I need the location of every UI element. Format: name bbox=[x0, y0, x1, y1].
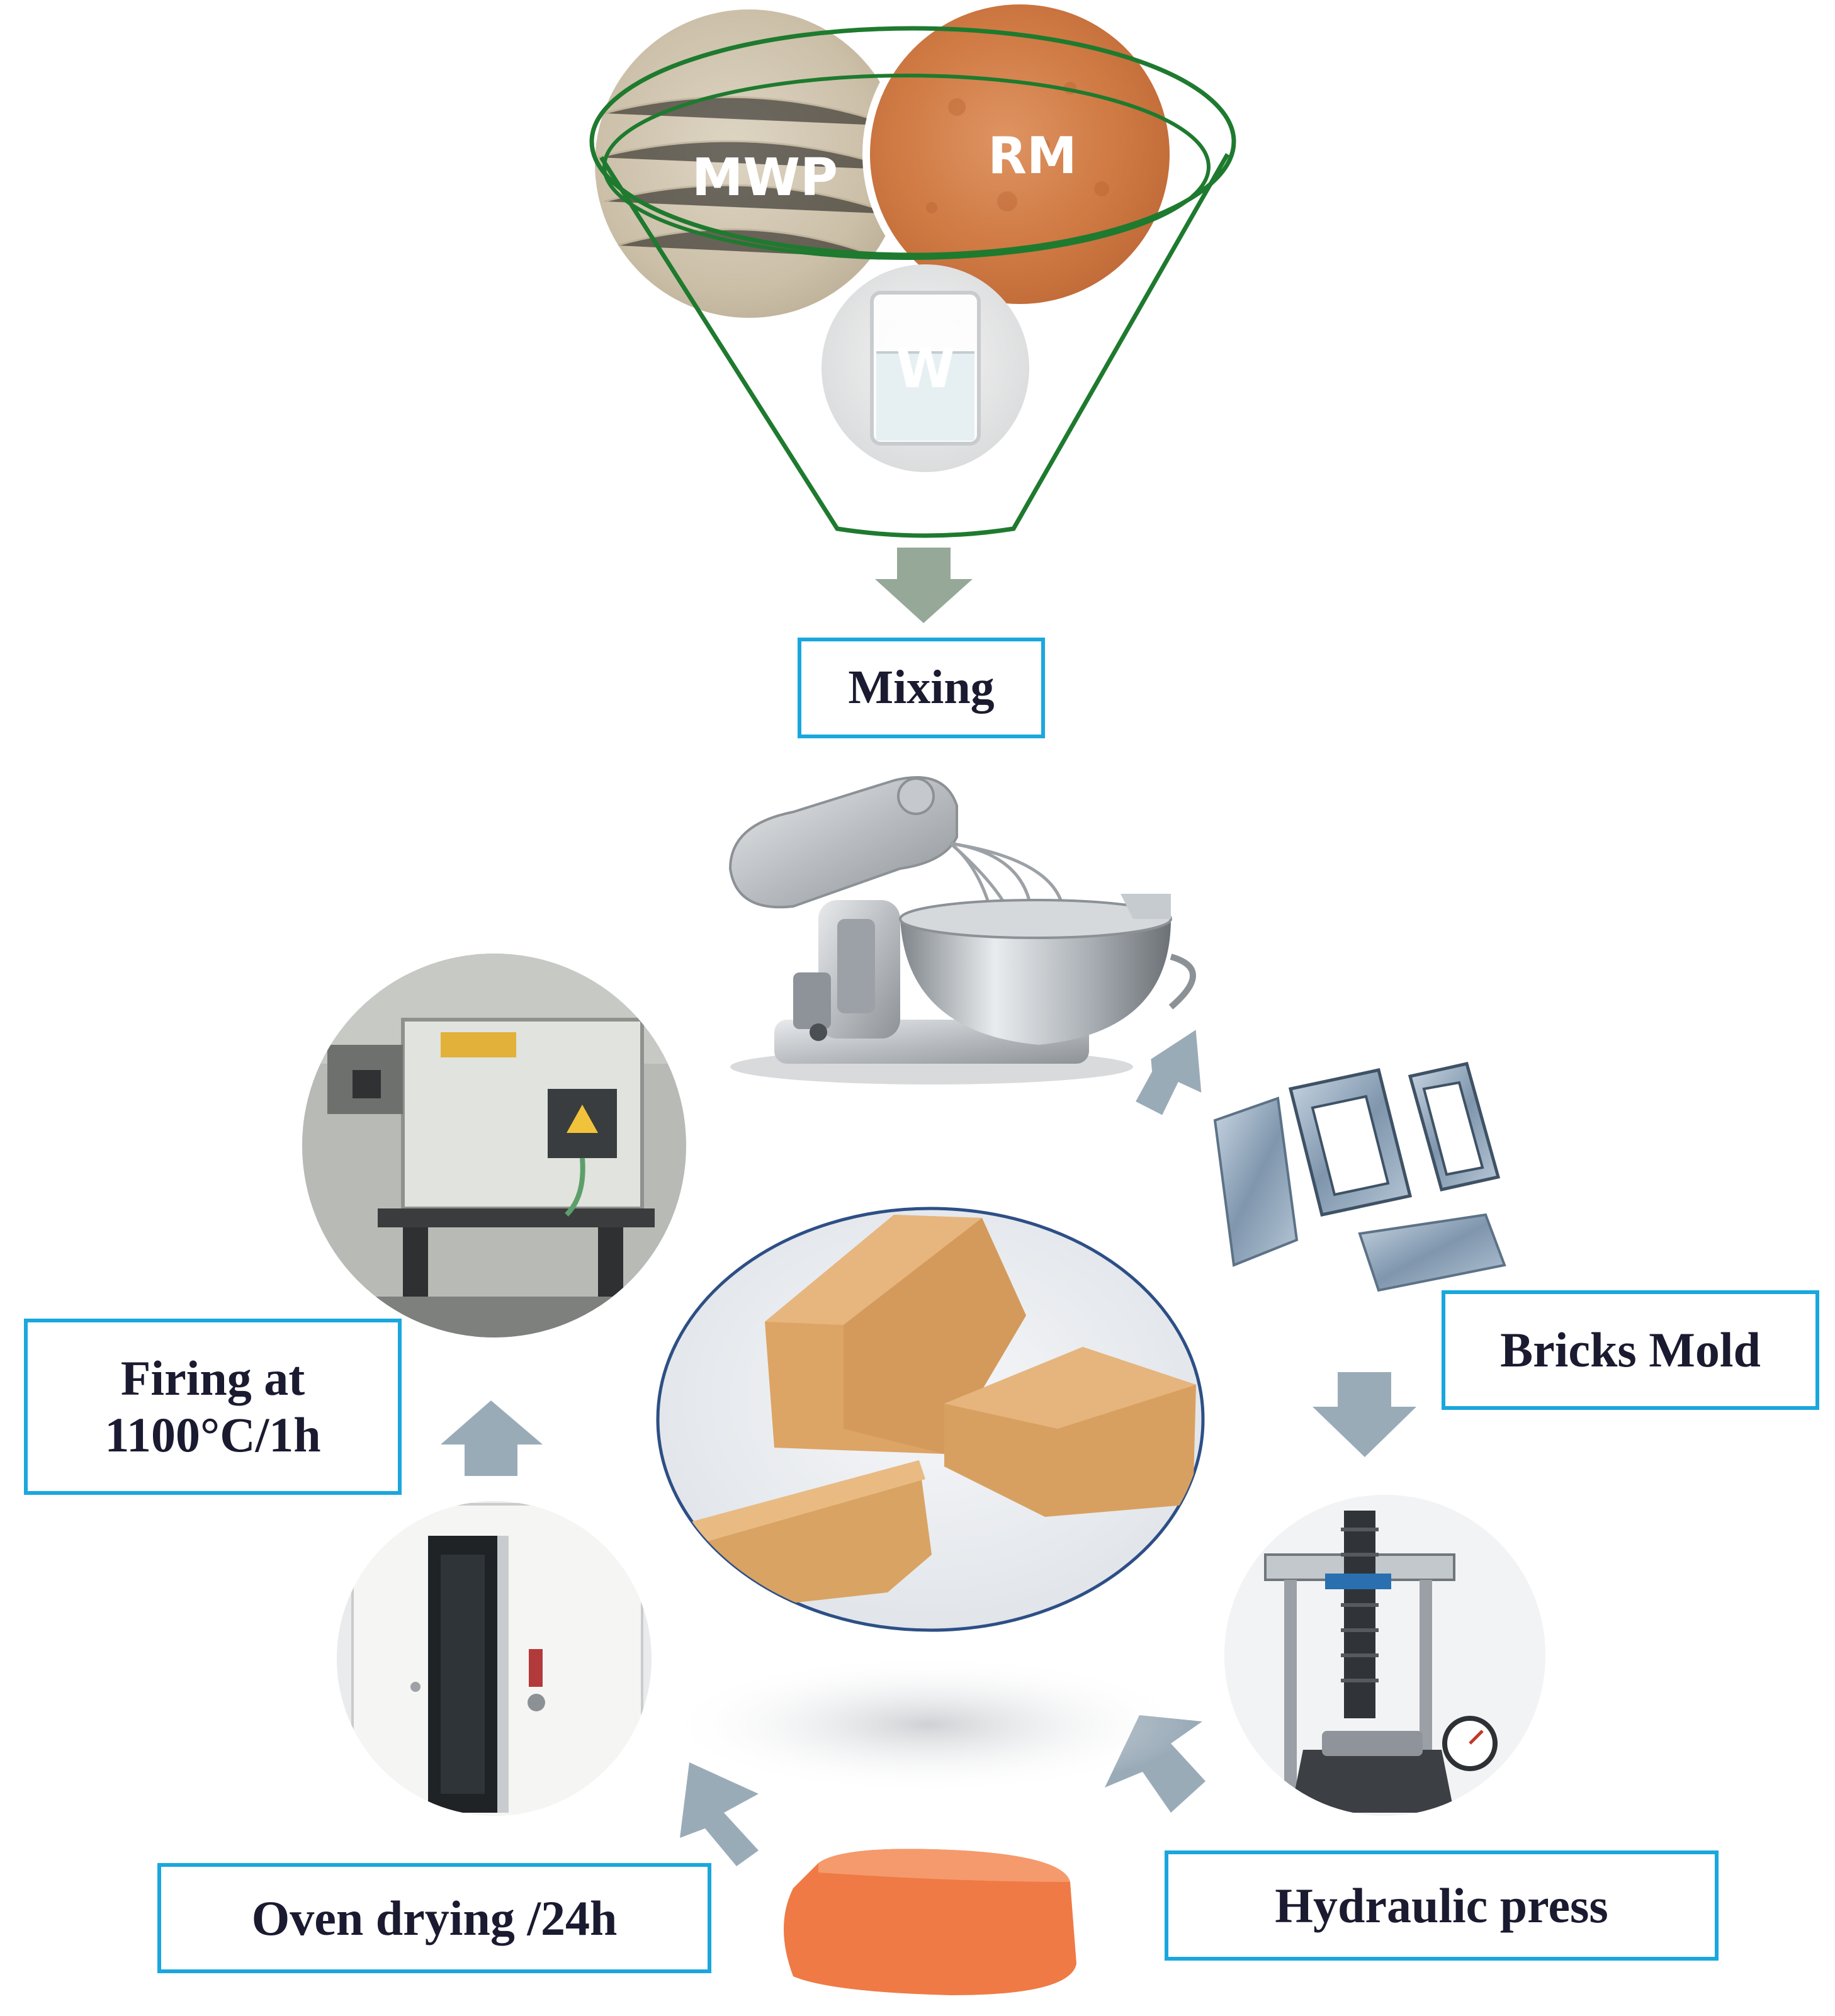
arrow-icon bbox=[1313, 1372, 1416, 1457]
bricks-mold-label: Bricks Mold bbox=[1442, 1290, 1819, 1410]
arrow-icon bbox=[680, 1762, 759, 1866]
hydraulic-press-label: Hydraulic press bbox=[1165, 1850, 1719, 1961]
w-label: W bbox=[896, 337, 956, 400]
firing-label: Firing at 1100°C/1h bbox=[24, 1319, 402, 1495]
oven-drying-label: Oven drying /24h bbox=[157, 1863, 711, 1973]
arrow-icon bbox=[441, 1400, 543, 1476]
oven-icon bbox=[337, 1501, 652, 1816]
furnace-icon bbox=[302, 954, 686, 1337]
hydraulic-press-icon bbox=[1224, 1495, 1545, 1816]
mwp-label: MWP bbox=[692, 148, 838, 208]
arrow-icon bbox=[875, 548, 973, 623]
rm-label: RM bbox=[988, 127, 1076, 185]
center-bricks-image bbox=[656, 1207, 1205, 1632]
arrow-icon bbox=[1136, 1030, 1202, 1115]
funnel-icon: MWP RM W bbox=[589, 0, 1236, 538]
mixer-icon bbox=[728, 776, 1196, 1084]
brick-icon bbox=[784, 1849, 1076, 1995]
firing-label-line1: Firing at bbox=[120, 1351, 305, 1406]
mixing-label: Mixing bbox=[798, 638, 1045, 738]
firing-label-line2: 1100°C/1h bbox=[104, 1407, 321, 1462]
mold-icon bbox=[1190, 1039, 1549, 1315]
water-image bbox=[822, 264, 1029, 472]
